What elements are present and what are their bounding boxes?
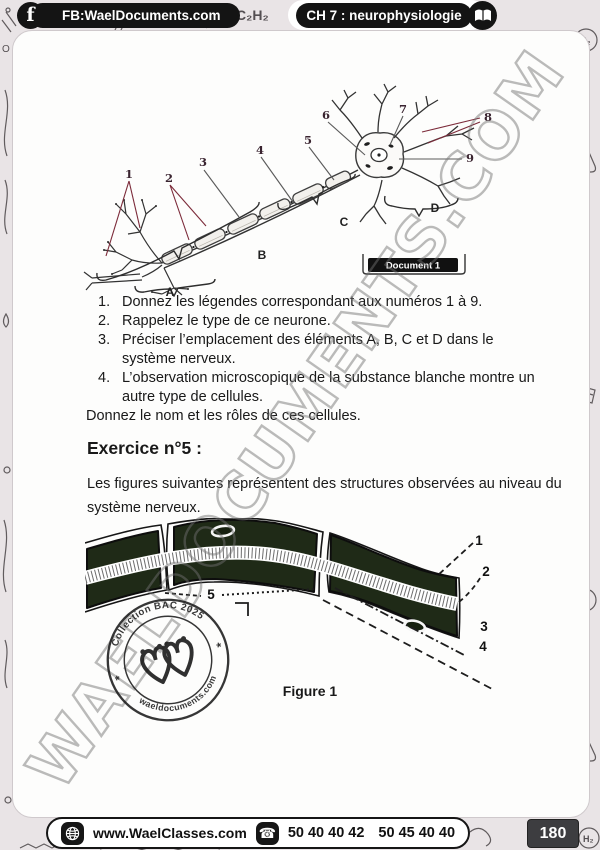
- neuron-number-labels: 1 2 3 4 5 6 7 8 9: [125, 102, 492, 185]
- label-9: 9: [466, 151, 474, 165]
- stamp-star-left: *: [113, 673, 122, 688]
- question-item: 2. Rappelez le type de ce neurone.: [98, 312, 550, 331]
- question-number: 2.: [98, 313, 111, 329]
- axon-band: [85, 545, 459, 611]
- nissl-bodies: [364, 142, 394, 170]
- stethoscope-earpieces: [140, 636, 187, 655]
- fiber-label-1: 1: [475, 533, 483, 548]
- stamp-star-right: *: [215, 640, 224, 655]
- phone-icon-glyph: ☎: [258, 824, 277, 841]
- footer-website: www.WaelClasses.com: [93, 825, 247, 841]
- exercise-title: Exercice n°5 :: [87, 438, 202, 458]
- fiber-label-5: 5: [207, 587, 215, 602]
- ranvier-node-dots: [192, 185, 325, 249]
- neuron-letter-labels: A B C D: [166, 201, 440, 297]
- footer-phone-2: 50 45 40 40: [378, 825, 456, 841]
- footer-bar: www.WaelClasses.com ☎ 50 40 40 42 50 45 …: [46, 817, 471, 849]
- brace-A: [134, 278, 216, 297]
- fiber-label-2: 2: [482, 564, 490, 579]
- brace-C: [277, 173, 356, 211]
- fiber-label-4: 4: [479, 639, 487, 654]
- schwann-nuclei: [210, 524, 427, 633]
- axon-terminal-arborization: [83, 199, 189, 296]
- label-D: D: [431, 201, 440, 215]
- phone-icon: ☎: [255, 821, 279, 845]
- doodle-formula-o: O: [2, 44, 10, 55]
- label-6: 6: [322, 108, 330, 122]
- leader-lines-maroon: [105, 117, 481, 257]
- chapter-title: CH 7 : neurophysiologie: [306, 8, 462, 23]
- label-C: C: [340, 215, 349, 229]
- label-B: B: [258, 248, 267, 262]
- book-icon-glyph: [474, 9, 491, 21]
- question-text: L’observation microscopique de la substa…: [122, 370, 535, 405]
- fiber-leader-lines: [164, 542, 495, 691]
- region-braces: [96, 173, 459, 297]
- header-left-bar: FB:WaelDocuments.com: [30, 3, 240, 28]
- fiber-label-3: 3: [480, 619, 488, 634]
- globe-icon: [61, 821, 84, 845]
- question-text: Rappelez le type de ce neurone.: [122, 313, 331, 329]
- question-number: 1.: [98, 294, 111, 310]
- cell-body: [331, 83, 475, 225]
- facebook-icon: f: [17, 2, 44, 29]
- figure-caption: Figure 1: [282, 683, 338, 699]
- question-item: 1. Donnez les légendes correspondant aux…: [98, 293, 550, 312]
- label-8: 8: [484, 110, 492, 124]
- document1-badge: Document 1: [362, 254, 466, 275]
- fiber-labels: 1 2 3 4 5: [207, 533, 490, 654]
- question-text: Donnez les légendes correspondant aux nu…: [122, 294, 483, 310]
- question-list: 1. Donnez les légendes correspondant aux…: [98, 293, 550, 407]
- header-right-bar: CH 7 : neurophysiologie: [296, 3, 472, 28]
- terminal-dots: [103, 199, 189, 293]
- question-item: 3. Préciser l’emplacement des éléments A…: [98, 331, 550, 369]
- footer-phone-1: 50 40 40 42: [287, 825, 365, 841]
- doodle-formula-h2: H₂: [583, 834, 594, 844]
- page-number-badge: 180: [527, 819, 579, 848]
- myelin-sheath: [161, 170, 352, 265]
- exercise-intro: Les figures suivantes représentent des s…: [87, 476, 562, 516]
- collection-stamp: Collection BAC 2025 waeldocuments.com * …: [101, 592, 230, 724]
- nucleolus: [377, 153, 381, 157]
- dendrites: [331, 83, 475, 225]
- label-7: 7: [399, 102, 407, 116]
- brace-B: [96, 201, 260, 282]
- doodle-formula-c2h2: C₂H₂: [236, 7, 269, 23]
- brace-D: [383, 195, 459, 218]
- stethoscope-hearts-icon: [140, 638, 194, 685]
- label-2: 2: [165, 171, 173, 185]
- label-5: 5: [304, 133, 312, 147]
- document-page: [12, 30, 590, 818]
- footer-phones: 50 40 40 42 50 45 40 40: [288, 825, 455, 841]
- document1-badge-label: Document 1: [386, 261, 441, 272]
- question-item: 4. L’observation microscopique de la sub…: [98, 369, 550, 407]
- label-4: 4: [256, 143, 264, 157]
- facebook-icon-glyph: f: [26, 4, 35, 26]
- label-1: 1: [125, 167, 133, 181]
- label-A: A: [166, 285, 175, 297]
- neuron-diagram: 1 2 3 4 5 6 7 8 9 A B C D Document 1: [83, 83, 492, 297]
- header-facebook-label: FB:WaelDocuments.com: [62, 8, 221, 23]
- question-text: Préciser l’emplacement des éléments A, B…: [122, 332, 494, 367]
- book-icon: [468, 1, 497, 30]
- leader-lines-gray: [203, 115, 462, 218]
- label-3: 3: [199, 155, 207, 169]
- question-followup: Donnez le nom et les rôles de ces cellul…: [86, 408, 361, 424]
- question-number: 4.: [98, 370, 111, 386]
- myelinated-fiber-figure: 1 2 3 4 5: [85, 518, 495, 691]
- question-number: 3.: [98, 332, 111, 348]
